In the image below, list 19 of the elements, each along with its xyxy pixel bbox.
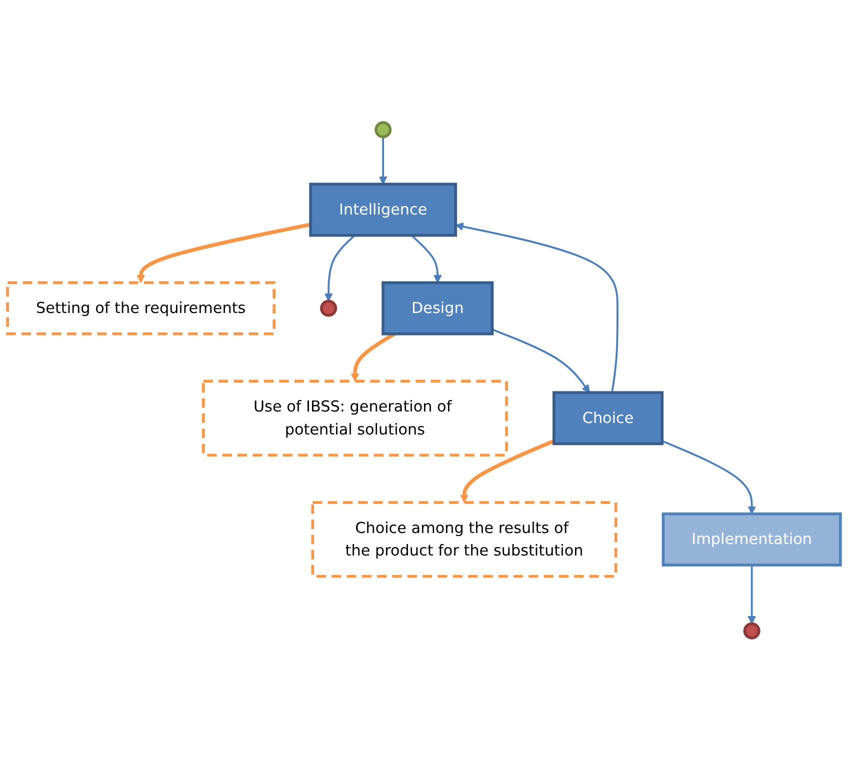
node-box: Choice	[552, 390, 664, 445]
arrow	[455, 222, 618, 392]
arrow	[492, 328, 590, 393]
arrow	[378, 136, 388, 184]
node-box: Implementation	[662, 512, 842, 566]
arrow	[662, 440, 756, 514]
arrow	[324, 234, 356, 302]
arrow	[460, 438, 555, 503]
node-box: Intelligence	[309, 182, 458, 236]
node-box: Design	[382, 281, 494, 335]
arrow	[748, 564, 756, 624]
node-box: Setting of the requirements	[6, 281, 276, 335]
node-circle	[320, 299, 338, 317]
arrow	[136, 222, 311, 283]
node-box: Use of IBSS: generation of potential solutions	[202, 380, 508, 456]
node-circle	[743, 622, 760, 640]
node-circle	[374, 120, 392, 138]
arrow	[410, 234, 442, 283]
node-box: Choice among the results of the product for the substitution	[311, 500, 618, 578]
